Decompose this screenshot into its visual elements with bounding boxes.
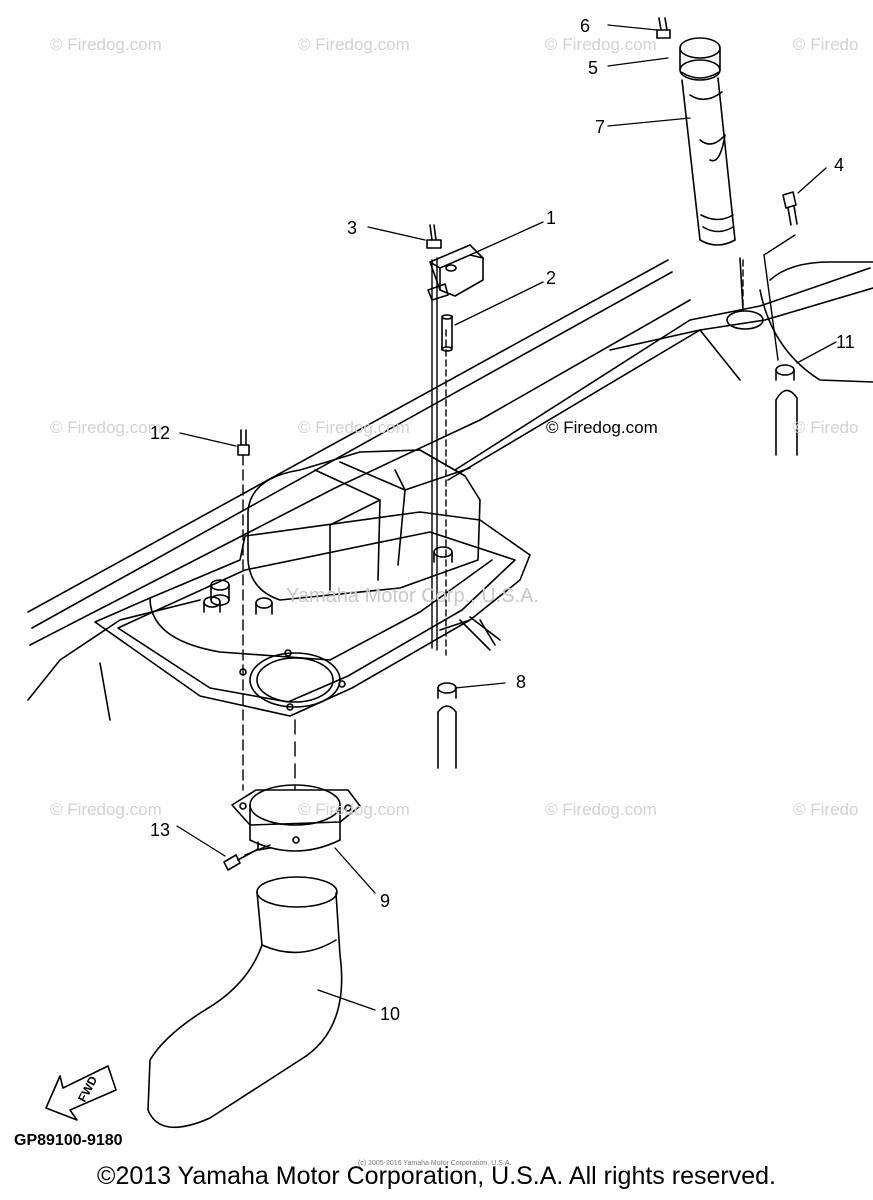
watermark: © Firedo	[793, 800, 859, 819]
clamp-part-8	[437, 682, 457, 769]
callout-10: 10	[380, 1004, 401, 1024]
watermark: © Firedog.com	[298, 800, 410, 819]
watermark: © Firedog.com	[50, 418, 162, 437]
leader-lines	[176, 24, 837, 1011]
callout-13: 13	[150, 820, 171, 840]
hose-part-7	[679, 37, 764, 330]
callout-2: 2	[546, 268, 557, 288]
plate-duct-opening	[239, 649, 346, 711]
watermark: © Firedog.com	[50, 800, 162, 819]
bolt-part-4	[782, 191, 798, 226]
mount-plate	[94, 511, 531, 717]
watermark: © Firedo	[793, 418, 859, 437]
callout-9: 9	[380, 891, 391, 911]
callout-5: 5	[588, 58, 599, 78]
deck-outline	[27, 259, 873, 721]
watermark: © Firedo	[793, 35, 859, 54]
tiny-copyright: (c) 2005-2016 Yamaha Motor Corporation, …	[358, 1160, 512, 1167]
firedog-stamp: © Firedog.com	[546, 418, 658, 437]
watermark: © Firedog.com	[298, 35, 410, 54]
screw-part-6	[656, 17, 671, 39]
watermark: © Firedog.com	[50, 35, 162, 54]
assembly-lines	[242, 234, 796, 856]
callout-3: 3	[347, 218, 358, 238]
callout-7: 7	[595, 117, 606, 137]
callout-12: 12	[150, 423, 171, 443]
watermark: © Firedog.com	[298, 418, 410, 437]
watermark: © Firedog.com	[545, 35, 657, 54]
duct-hose-part-10	[147, 876, 343, 1129]
bolt-part-12	[237, 429, 250, 456]
callout-8: 8	[516, 672, 527, 692]
clamp-part-11	[775, 364, 798, 456]
copyright-footer: ©2013 Yamaha Motor Corporation, U.S.A. A…	[97, 1162, 776, 1190]
watermark: © Firedog.com	[545, 800, 657, 819]
fwd-arrow	[45, 1065, 117, 1121]
callout-6: 6	[580, 16, 591, 36]
diagram-part-number: GP89100-9180	[14, 1132, 123, 1149]
callout-1: 1	[546, 208, 557, 228]
spacer-part-2	[441, 314, 453, 352]
duct-ring-part-9	[231, 784, 361, 852]
callout-11: 11	[836, 332, 855, 352]
plate-caps	[203, 546, 453, 615]
screw-part-13	[223, 848, 259, 871]
bolt-part-3	[426, 224, 442, 249]
center-watermark: Yamaha Motor Corp., U.S.A.	[286, 585, 540, 607]
callout-4: 4	[834, 155, 845, 175]
